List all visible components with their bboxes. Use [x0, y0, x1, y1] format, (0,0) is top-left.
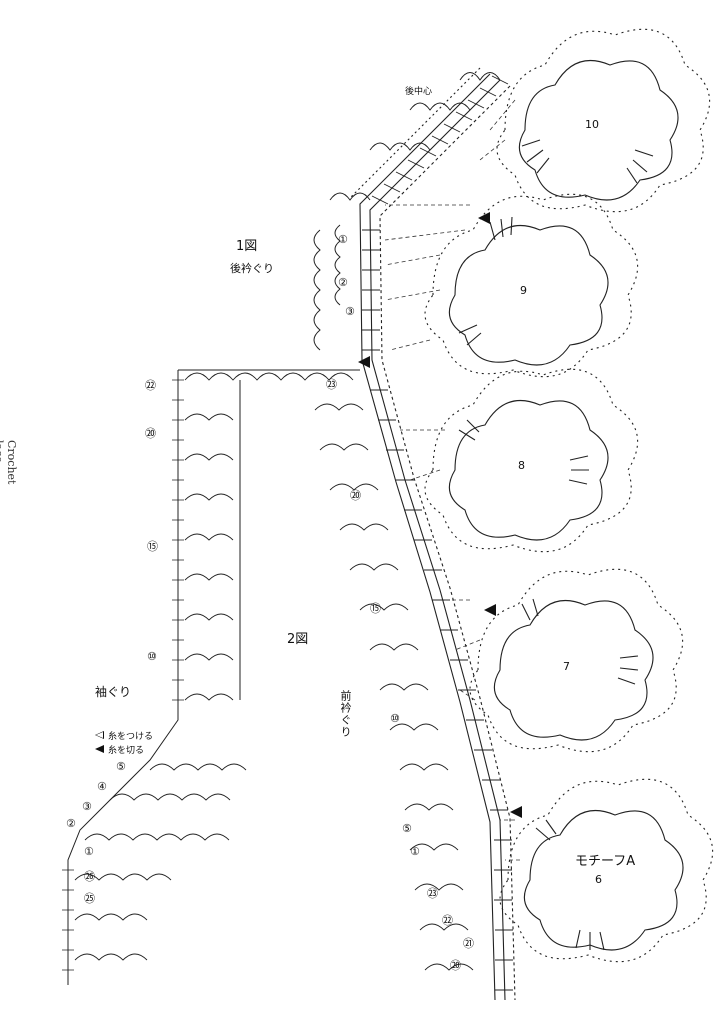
- back-neck-edging: [313, 72, 501, 351]
- front-neck-label: 前衿ぐり: [339, 690, 352, 738]
- legend-attach: 糸をつける: [95, 728, 153, 742]
- motif-7: [469, 568, 684, 753]
- motif-number: 9: [520, 284, 527, 297]
- motifs: [424, 28, 714, 963]
- neck-band-rungs: [362, 75, 513, 991]
- motif-8: [424, 368, 639, 553]
- motif-number: 10: [585, 118, 599, 131]
- row-marker: ①: [410, 845, 420, 858]
- join-lines: [384, 99, 520, 861]
- row-marker: ②: [338, 276, 348, 289]
- motif-number: 7: [563, 660, 570, 673]
- legend: 糸をつける 糸を切る: [95, 728, 153, 756]
- motif-number: 8: [518, 459, 525, 472]
- row-marker: ③: [82, 800, 92, 813]
- figure-2-label: 2図: [287, 632, 309, 647]
- motif-10: [496, 28, 711, 213]
- row-marker: ⑤: [402, 822, 412, 835]
- row-marker: ⑮: [147, 540, 158, 553]
- row-marker: ⑤: [116, 760, 126, 773]
- row-marker: ㉓: [427, 887, 438, 900]
- row-marker: ③: [345, 305, 355, 318]
- back-neck-label: 後衿ぐり: [230, 262, 274, 275]
- motif-a-label: モチーフA: [575, 854, 636, 869]
- cut-yarn-markers: [358, 212, 522, 818]
- armhole-scallops: [74, 372, 354, 961]
- armhole-stitch-ticks: [62, 379, 184, 971]
- row-marker: ㉖: [84, 870, 95, 883]
- row-marker: ㉓: [326, 378, 337, 391]
- row-marker: ①: [84, 845, 94, 858]
- page-side-text: Crochet lace — 78: [0, 440, 18, 485]
- motif-number: 6: [595, 873, 602, 886]
- row-marker: ㉑: [463, 937, 474, 950]
- neck-band: [349, 67, 516, 1001]
- row-marker: ⑳: [450, 959, 461, 972]
- figure-1-label: 1図: [236, 239, 258, 254]
- armhole-label: 袖ぐり: [95, 685, 132, 699]
- row-marker: ⑳: [145, 427, 156, 440]
- armhole-panel: [67, 369, 360, 985]
- row-marker: ⑩: [390, 712, 400, 725]
- motif-9: [424, 193, 639, 378]
- row-marker: ②: [66, 817, 76, 830]
- back-center-label: 後中心: [405, 87, 433, 97]
- row-marker: ⑩: [147, 650, 157, 663]
- row-marker: ㉒: [145, 379, 156, 392]
- filled-triangle-icon: [95, 745, 104, 753]
- legend-cut: 糸を切る: [95, 742, 153, 756]
- front-neck-edging: [314, 403, 474, 971]
- row-marker: ⑮: [370, 602, 381, 615]
- open-triangle-icon: [95, 731, 104, 739]
- row-marker: ㉒: [442, 914, 453, 927]
- row-marker: ㉕: [84, 892, 95, 905]
- row-marker: ④: [97, 780, 107, 793]
- motif-6: [499, 778, 714, 963]
- row-marker: ⑳: [350, 489, 361, 502]
- row-marker: ①: [338, 233, 348, 246]
